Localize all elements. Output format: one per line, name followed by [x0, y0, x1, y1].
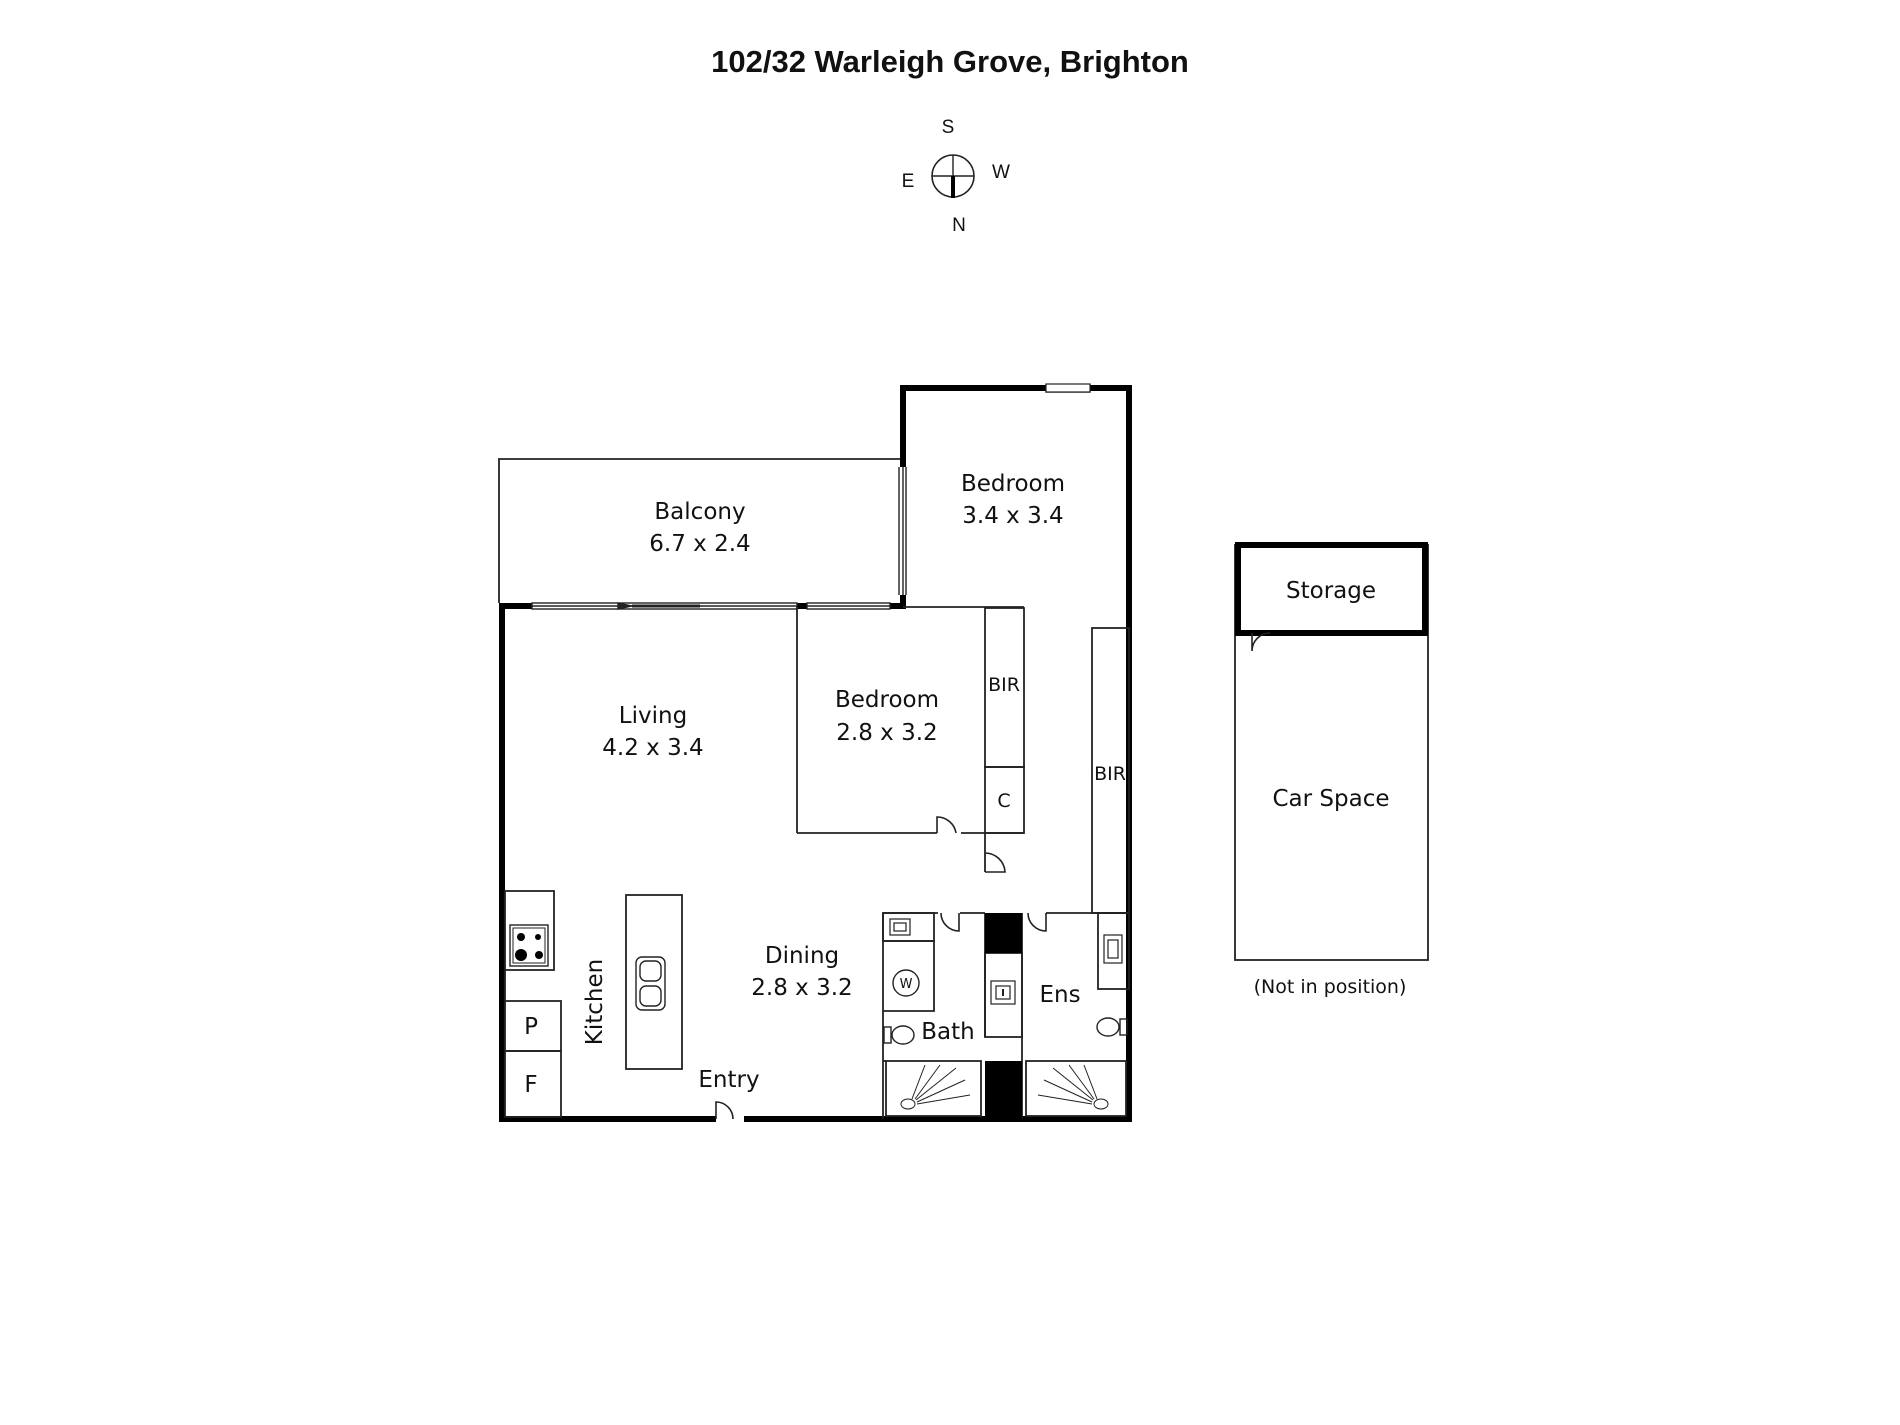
sink-icon: [635, 956, 666, 1011]
page-title: 102/32 Warleigh Grove, Brighton: [711, 44, 1189, 79]
room-bedroom-second: Bedroom 2.8 x 3.2: [835, 687, 939, 746]
ensuite-basin-icon: [1103, 934, 1123, 964]
toilet-icon: [883, 1025, 915, 1045]
entry-door[interactable]: [715, 1101, 734, 1120]
fridge-label: F: [524, 1072, 537, 1098]
room-name: Balcony: [654, 499, 745, 525]
shower-icon: [1037, 1064, 1109, 1110]
room-living: Living 4.2 x 3.4: [602, 703, 703, 761]
balcony-sliding-door-living[interactable]: [531, 602, 798, 610]
compass-west-label: W: [992, 162, 1010, 183]
compass-south-label: S: [942, 117, 955, 138]
compass: S W N E: [902, 117, 1010, 236]
room-dims: 2.8 x 3.2: [836, 720, 937, 746]
door-swings: [715, 816, 1047, 1120]
compass-north-label: N: [952, 215, 966, 236]
room-dining: Dining 2.8 x 3.2: [751, 943, 852, 1001]
toilet-icon: [1096, 1017, 1128, 1037]
vanity-basin-icon: [990, 980, 1016, 1005]
storage-label: Storage: [1286, 578, 1376, 604]
room-ensuite-label: Ens: [1039, 982, 1080, 1008]
cupboard-label: C: [997, 790, 1010, 812]
car-space: Storage Car Space: [1234, 542, 1429, 961]
car-space-note: (Not in position): [1254, 976, 1407, 998]
bath-door[interactable]: [940, 912, 960, 932]
pantry-label: P: [524, 1014, 538, 1040]
room-bedroom-main: Bedroom 3.4 x 3.4: [961, 471, 1065, 529]
ensuite-door[interactable]: [1027, 912, 1047, 932]
room-dims: 6.7 x 2.4: [649, 531, 750, 557]
hallway-door[interactable]: [984, 852, 1006, 873]
storage-door[interactable]: [1251, 632, 1271, 652]
room-dims: 3.4 x 3.4: [962, 503, 1063, 529]
room-name: Living: [619, 703, 687, 729]
room-dims: 2.8 x 3.2: [751, 975, 852, 1001]
compass-east-label: E: [902, 171, 915, 192]
washing-machine-icon: W: [892, 969, 920, 997]
laundry-label: W: [900, 977, 913, 992]
room-entry-label: Entry: [698, 1067, 759, 1093]
basin-icon: [889, 918, 911, 936]
bedroom-door[interactable]: [936, 816, 957, 834]
bir-label: BIR: [988, 674, 1020, 696]
structural-column: [985, 913, 1022, 953]
room-name: Bedroom: [961, 471, 1065, 497]
room-bath-label: Bath: [921, 1019, 974, 1045]
room-name: Bedroom: [835, 687, 939, 713]
room-dims: 4.2 x 3.4: [602, 735, 703, 761]
cooktop-icon: [509, 924, 549, 967]
room-name: Dining: [765, 943, 839, 969]
bedroom-window-2: [806, 602, 891, 610]
bir-label: BIR: [1094, 763, 1126, 785]
shower-icon: [900, 1064, 971, 1110]
car-space-label: Car Space: [1272, 786, 1389, 812]
room-balcony: Balcony 6.7 x 2.4: [649, 499, 750, 557]
balcony-sliding-door-bedroom[interactable]: [898, 467, 907, 595]
structural-column: [985, 1061, 1022, 1119]
room-kitchen-label: Kitchen: [582, 959, 608, 1045]
balcony-outline: [498, 458, 902, 603]
window-glass: [1045, 383, 1091, 393]
